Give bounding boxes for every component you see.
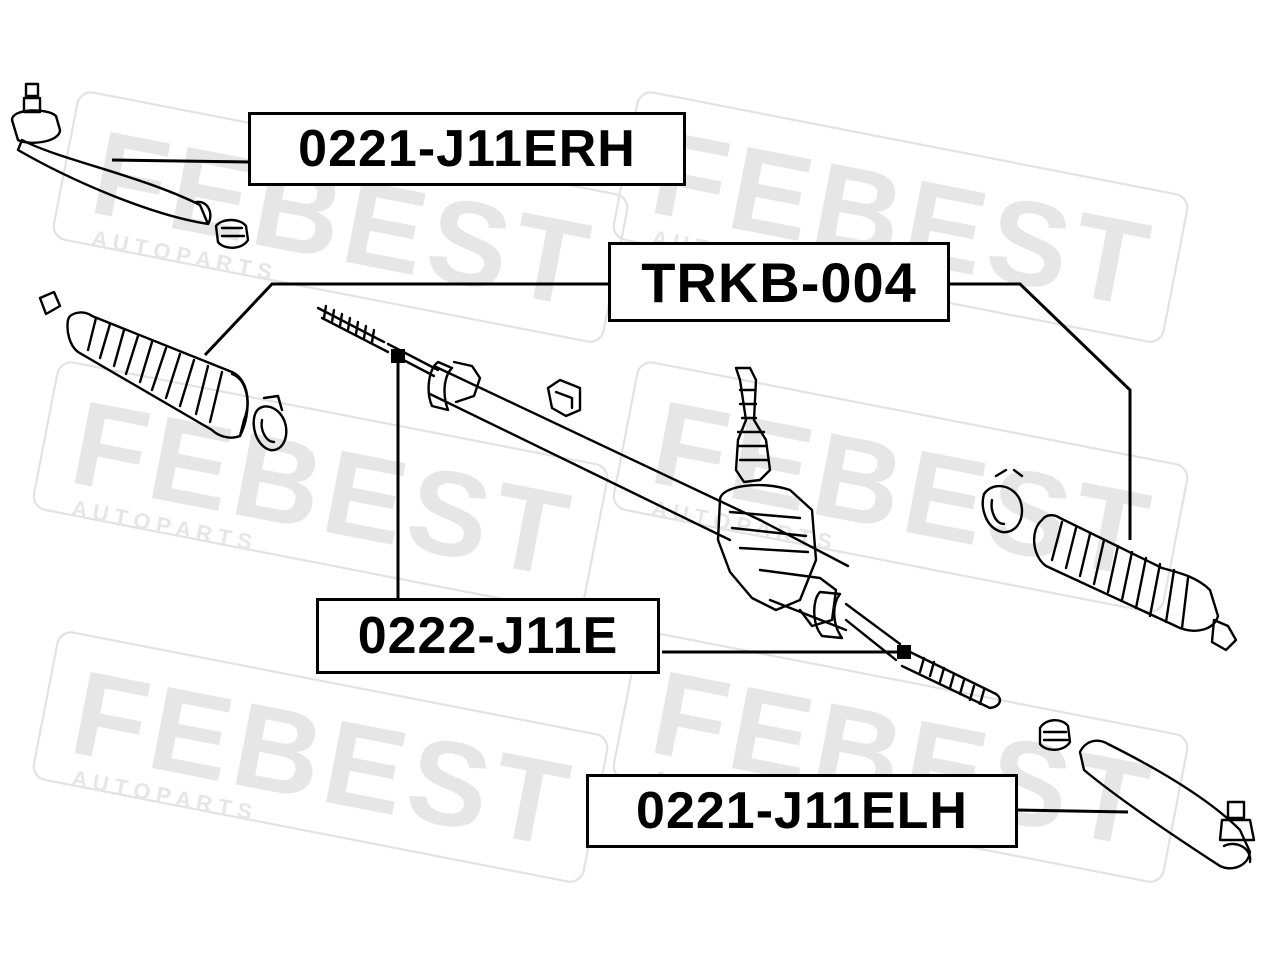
right-bellows-boot-drawing: [981, 468, 1238, 652]
tie-rod-end-lh-drawing: [1038, 719, 1256, 870]
watermark-logo: FEBEST A U T O P A R T S: [32, 361, 609, 613]
leader-line-boot-left: [203, 282, 610, 357]
leader-lines: [111, 158, 1132, 814]
part-number-tie-rod-end-lh[interactable]: 0221-J11ELH: [586, 774, 1018, 848]
part-number-tie-rod-end-rh[interactable]: 0221-J11ERH: [248, 112, 686, 186]
part-number-inner-tie-rod[interactable]: 0222-J11E: [316, 598, 660, 674]
leader-line-boot-right: [950, 282, 1132, 540]
part-number-boot-kit[interactable]: TRKB-004: [608, 242, 950, 322]
leader-line-tie-rod-end-rh: [111, 158, 251, 164]
left-bellows-boot-drawing: [38, 290, 288, 452]
watermark-logo: FEBEST A U T O P A R T S: [612, 631, 1189, 883]
leader-line-tie-rod-end-lh: [1015, 808, 1129, 814]
steering-rack-drawing: [316, 304, 1002, 710]
tie-rod-end-rh-drawing: [10, 82, 250, 249]
leader-dot-inner-rod-right: [897, 645, 911, 659]
